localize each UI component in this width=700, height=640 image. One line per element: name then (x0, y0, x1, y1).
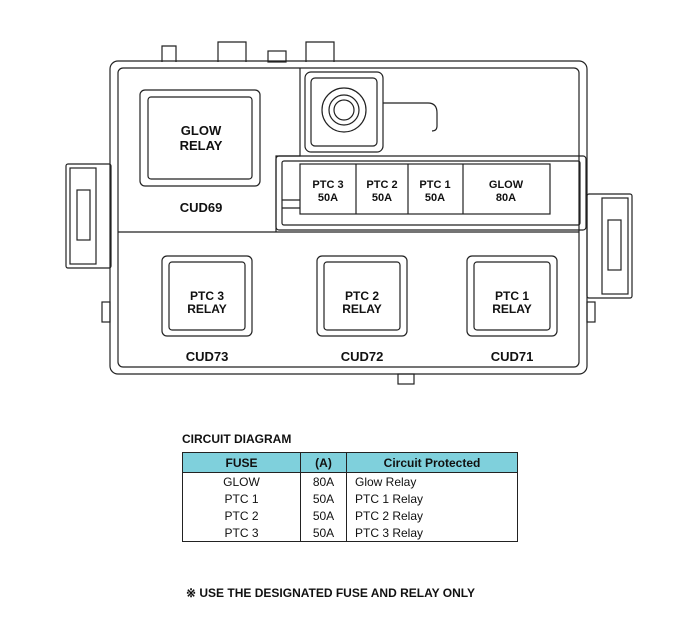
fuse-glow: GLOW 80A (489, 179, 524, 204)
fuse-ptc1: PTC 1 50A (419, 179, 450, 204)
cell-fuse: GLOW (182, 472, 301, 490)
table-row: PTC 2 50A PTC 2 Relay (182, 507, 518, 524)
fuse-rating: 80A (496, 192, 516, 204)
table-header-row: FUSE (A) Circuit Protected (182, 452, 518, 473)
circuit-table: FUSE (A) Circuit Protected GLOW 80A Glow… (182, 452, 518, 542)
ptc2-relay: PTC 2 RELAY CUD72 (341, 289, 384, 364)
ptc2-relay-label-line2: RELAY (342, 302, 382, 316)
cell-circuit: Glow Relay (346, 472, 518, 490)
table-row: GLOW 80A Glow Relay (182, 472, 518, 490)
header-fuse: FUSE (182, 452, 301, 473)
ptc3-relay-label-line2: RELAY (187, 302, 227, 316)
cell-fuse: PTC 3 (182, 524, 301, 542)
cell-circuit: PTC 2 Relay (346, 507, 518, 524)
fuse-ptc3: PTC 3 50A (312, 179, 343, 204)
cell-amps: 50A (300, 524, 347, 542)
cell-fuse: PTC 1 (182, 490, 301, 507)
table-row: PTC 3 50A PTC 3 Relay (182, 524, 518, 542)
cell-amps: 50A (300, 507, 347, 524)
header-circuit-protected: Circuit Protected (346, 452, 518, 473)
ptc2-relay-label-line1: PTC 2 (345, 289, 379, 303)
ptc3-relay-label-line1: PTC 3 (190, 289, 224, 303)
cell-circuit: PTC 1 Relay (346, 490, 518, 507)
ptc3-relay-code: CUD73 (186, 349, 229, 364)
fuse-ptc2: PTC 2 50A (366, 179, 397, 204)
ptc1-relay-label-line1: PTC 1 (495, 289, 529, 303)
ptc1-relay: PTC 1 RELAY CUD71 (491, 289, 534, 364)
fuse-rating: 50A (318, 192, 338, 204)
fuse-rating: 50A (425, 192, 445, 204)
fuse-name: PTC 3 (312, 179, 343, 191)
fuse-name: GLOW (489, 179, 524, 191)
glow-relay-label-line2: RELAY (180, 138, 223, 153)
designated-fuse-note: ※ USE THE DESIGNATED FUSE AND RELAY ONLY (186, 586, 475, 600)
fuse-rating: 50A (372, 192, 392, 204)
ptc1-relay-label-line2: RELAY (492, 302, 532, 316)
cell-amps: 80A (300, 472, 347, 490)
glow-relay: GLOW RELAY CUD69 (180, 123, 223, 215)
table-row: PTC 1 50A PTC 1 Relay (182, 490, 518, 507)
ptc1-relay-code: CUD71 (491, 349, 534, 364)
cell-amps: 50A (300, 490, 347, 507)
fuse-name: PTC 2 (366, 179, 397, 191)
fuse-name: PTC 1 (419, 179, 450, 191)
cell-fuse: PTC 2 (182, 507, 301, 524)
ptc2-relay-code: CUD72 (341, 349, 384, 364)
glow-relay-label-line1: GLOW (181, 123, 222, 138)
header-amps: (A) (300, 452, 347, 473)
circuit-diagram-title: CIRCUIT DIAGRAM (182, 432, 292, 446)
ptc3-relay: PTC 3 RELAY CUD73 (186, 289, 229, 364)
cell-circuit: PTC 3 Relay (346, 524, 518, 542)
fuse-box-diagram: GLOW RELAY CUD69 PTC 3 RELAY CUD73 PTC 2… (65, 41, 633, 385)
glow-relay-code: CUD69 (180, 200, 223, 215)
